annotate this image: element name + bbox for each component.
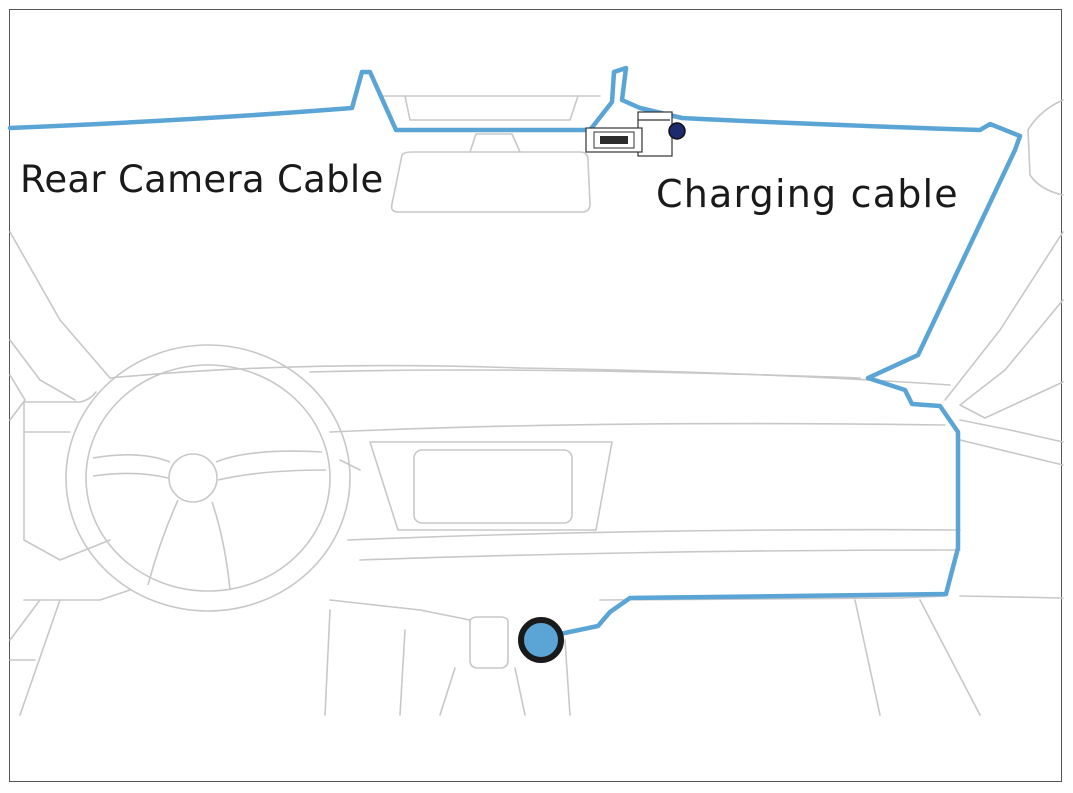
steering-wheel — [65, 344, 351, 612]
rear-camera-cable-label: Rear Camera Cable — [20, 158, 384, 201]
center-display — [413, 449, 573, 524]
rearview-mirror — [390, 151, 591, 213]
center-console-frame — [369, 441, 613, 531]
charging-cable — [557, 105, 1023, 637]
dash-camera-icon — [585, 111, 686, 157]
car-interior-outline — [9, 95, 1064, 716]
charging-cable-label: Charging cable — [656, 172, 959, 216]
diagram-frame — [9, 9, 1062, 782]
charging-port-icon — [518, 617, 564, 663]
cables — [7, 65, 1023, 637]
gear-knob — [469, 616, 509, 669]
